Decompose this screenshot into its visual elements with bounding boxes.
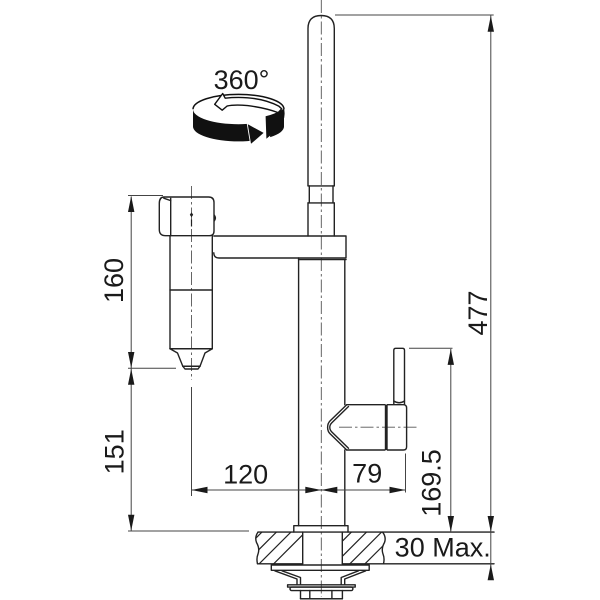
svg-text:160: 160 [99,258,129,303]
svg-text:79: 79 [352,458,382,488]
svg-text:151: 151 [99,429,129,474]
svg-text:30 Max.: 30 Max. [395,532,491,562]
svg-text:360°: 360° [214,65,270,95]
svg-text:120: 120 [223,460,268,490]
svg-text:169.5: 169.5 [417,449,447,517]
svg-text:477: 477 [463,290,493,335]
